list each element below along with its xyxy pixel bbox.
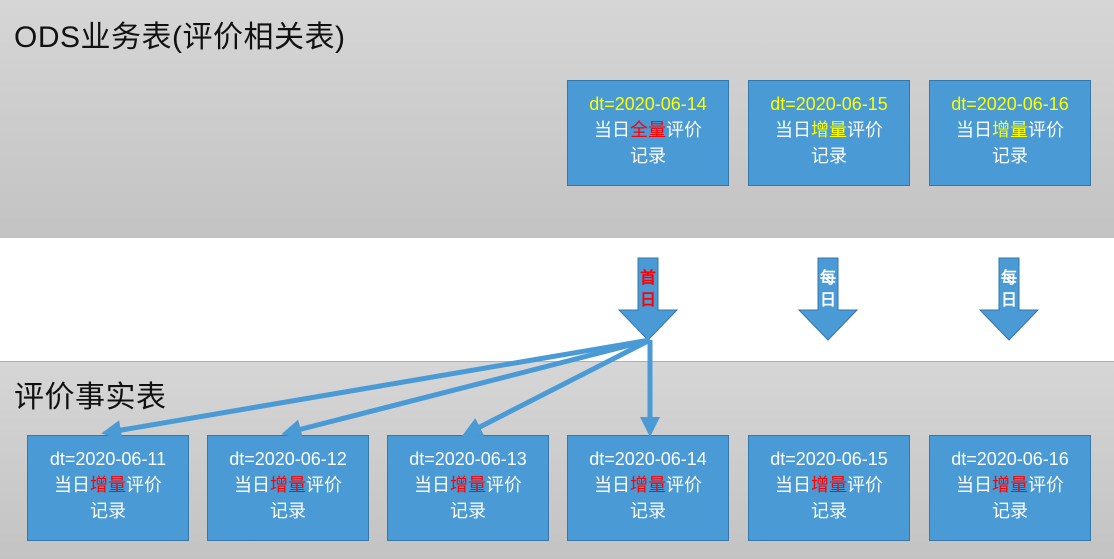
box-text: 当日: [956, 120, 992, 140]
partition-date: dt=2020-06-14: [589, 94, 707, 114]
daily-label: 每 日: [818, 268, 838, 312]
box-text: 评价: [126, 475, 162, 495]
partition-date: dt=2020-06-14: [589, 449, 707, 469]
box-text: 记录: [450, 501, 486, 521]
ods-partition-box: dt=2020-06-15 当日增量评价 记录: [748, 80, 910, 186]
partition-date: dt=2020-06-12: [229, 449, 347, 469]
box-text: 当日: [775, 475, 811, 495]
box-text: 评价: [847, 475, 883, 495]
box-text: 记录: [992, 146, 1028, 166]
box-text: 评价: [666, 120, 702, 140]
fact-partition-box: dt=2020-06-14 当日增量评价 记录: [567, 435, 729, 541]
box-text: 记录: [992, 501, 1028, 521]
box-text: 评价: [306, 475, 342, 495]
arrow-label-char: 日: [819, 292, 836, 309]
box-keyword: 增量: [270, 475, 306, 495]
ods-section: ODS业务表(评价相关表): [0, 0, 1114, 238]
ods-section-title: ODS业务表(评价相关表): [14, 21, 346, 54]
fact-partition-box: dt=2020-06-16 当日增量评价 记录: [929, 435, 1091, 541]
box-keyword: 增量: [992, 120, 1028, 140]
arrow-label-char: 日: [1000, 292, 1017, 309]
box-text: 当日: [234, 475, 270, 495]
box-text: 评价: [1028, 120, 1064, 140]
box-keyword: 增量: [450, 475, 486, 495]
box-text: 记录: [630, 146, 666, 166]
ods-partition-box: dt=2020-06-16 当日增量评价 记录: [929, 80, 1091, 186]
box-keyword: 增量: [992, 475, 1028, 495]
arrow-label-char: 日: [639, 292, 656, 309]
fact-partition-box: dt=2020-06-11 当日增量评价 记录: [27, 435, 189, 541]
box-text: 当日: [414, 475, 450, 495]
box-text: 当日: [54, 475, 90, 495]
ods-partition-box: dt=2020-06-14 当日全量评价 记录: [567, 80, 729, 186]
box-text: 记录: [811, 501, 847, 521]
partition-date: dt=2020-06-15: [770, 449, 888, 469]
box-text: 评价: [486, 475, 522, 495]
box-text: 记录: [90, 501, 126, 521]
partition-date: dt=2020-06-16: [951, 449, 1069, 469]
fact-partition-box: dt=2020-06-13 当日增量评价 记录: [387, 435, 549, 541]
box-keyword: 全量: [630, 120, 666, 140]
fact-section-title: 评价事实表: [14, 381, 167, 414]
box-keyword: 增量: [811, 120, 847, 140]
box-keyword: 增量: [630, 475, 666, 495]
daily-label: 每 日: [999, 268, 1019, 312]
box-text: 当日: [594, 475, 630, 495]
partition-date: dt=2020-06-13: [409, 449, 527, 469]
box-text: 记录: [811, 146, 847, 166]
first-day-label: 首 日: [638, 268, 658, 312]
partition-date: dt=2020-06-15: [770, 94, 888, 114]
box-text: 评价: [847, 120, 883, 140]
box-text: 评价: [666, 475, 702, 495]
partition-date: dt=2020-06-16: [951, 94, 1069, 114]
fact-partition-box: dt=2020-06-15 当日增量评价 记录: [748, 435, 910, 541]
box-text: 当日: [775, 120, 811, 140]
fact-partition-box: dt=2020-06-12 当日增量评价 记录: [207, 435, 369, 541]
box-keyword: 增量: [90, 475, 126, 495]
box-keyword: 增量: [811, 475, 847, 495]
partition-date: dt=2020-06-11: [49, 449, 167, 469]
arrow-label-char: 每: [819, 270, 836, 287]
box-text: 当日: [594, 120, 630, 140]
arrow-label-char: 首: [639, 270, 656, 287]
box-text: 当日: [956, 475, 992, 495]
box-text: 评价: [1028, 475, 1064, 495]
box-text: 记录: [630, 501, 666, 521]
arrow-label-char: 每: [1000, 270, 1017, 287]
box-text: 记录: [270, 501, 306, 521]
